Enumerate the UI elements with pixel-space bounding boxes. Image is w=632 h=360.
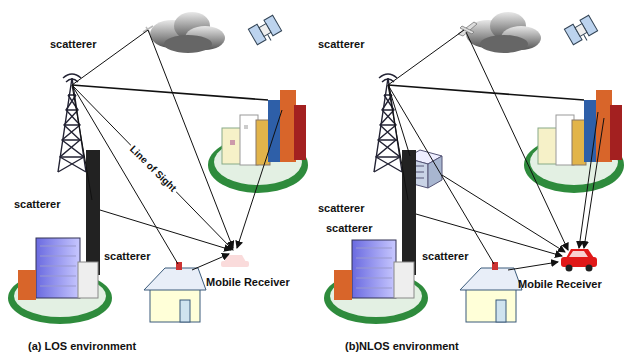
house [144, 262, 206, 322]
satellite [564, 15, 599, 47]
car [561, 249, 597, 272]
caption-label: (a) LOS environment [28, 340, 136, 352]
caption-label: (b)NLOS environment [345, 340, 459, 352]
receiver-label: Mobile Receiver [206, 276, 290, 288]
satellite [248, 15, 283, 47]
los-panel [8, 12, 308, 324]
cloud [150, 12, 225, 53]
scatterer-label: scatterer [318, 202, 364, 214]
scatterer-label: scatterer [50, 38, 96, 50]
building-cluster [8, 150, 112, 324]
scatterer-label: scatterer [318, 38, 364, 50]
scatterer-label: scatterer [104, 250, 150, 262]
transmit-tower [58, 74, 86, 172]
receiver-label: Mobile Receiver [518, 278, 602, 290]
signal-rays [72, 30, 282, 270]
ray-label: Line of Sight [126, 141, 180, 194]
signal-rays [388, 30, 604, 270]
house [460, 262, 522, 322]
mobile-receiver [221, 255, 249, 267]
building-cluster [208, 90, 308, 193]
scatterer-label: scatterer [14, 198, 60, 210]
cloud [466, 12, 541, 53]
scatterer-label: scatterer [326, 222, 372, 234]
aircraft [458, 22, 477, 36]
building-cluster [524, 90, 624, 193]
transmit-tower [374, 74, 402, 172]
scatterer-label: scatterer [422, 250, 468, 262]
nlos-panel [324, 12, 624, 324]
building-cluster [324, 150, 428, 324]
